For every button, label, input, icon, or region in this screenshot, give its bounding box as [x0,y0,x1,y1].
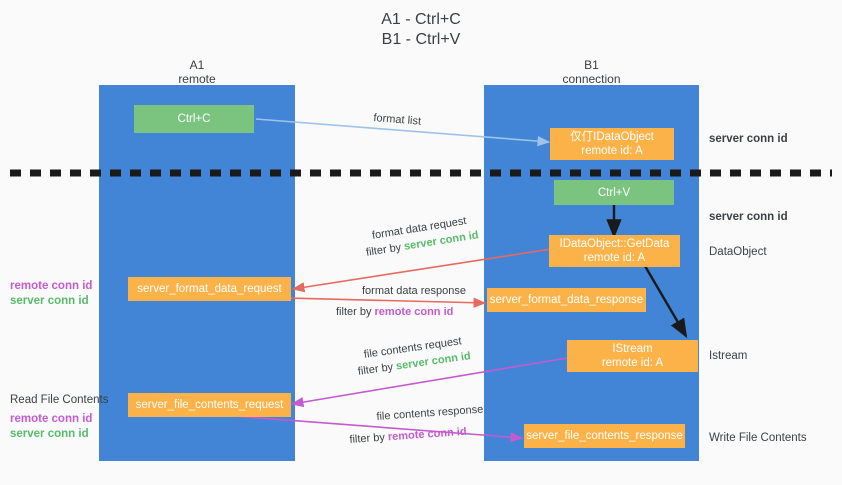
label-format-data-response: format data response [362,285,466,297]
filter-value: remote conn id [374,306,454,318]
filter-value: remote conn id [387,425,467,444]
box-server-format-data-request[interactable]: server_format_data_request [128,277,291,301]
box-ctrl-v[interactable]: Ctrl+V [554,180,674,205]
left-label-server-conn-id-bottom: server conn id [10,428,89,440]
label-file-contents-response: file contents response [376,403,484,423]
left-label-server-conn-id-top: server conn id [10,295,89,307]
left-label-remote-conn-id-bottom: remote conn id [10,413,93,425]
label-file-contents-response-filter: filter by remote conn id [349,425,467,447]
box-ctrl-c[interactable]: Ctrl+C [134,105,254,133]
box-server-file-contents-request[interactable]: server_file_contents_request [128,393,291,417]
box-server-file-contents-response[interactable]: server_file_contents_response [524,424,685,448]
box-server-format-data-response[interactable]: server_format_data_response [487,288,646,312]
column-b1-header: B1 connection [562,58,621,86]
filter-prefix: filter by [349,431,389,446]
column-a1-header: A1 remote [178,58,216,86]
box-idataobject[interactable]: 仅仃IDataObject remote id: A [550,128,674,160]
label-format-list: format list [372,111,422,128]
box-idataobject-getdata[interactable]: IDataObject::GetData remote id: A [549,235,680,267]
filter-prefix: filter by [336,306,375,318]
right-label-write-file-contents: Write File Contents [709,432,807,444]
diagram-title: A1 - Ctrl+C B1 - Ctrl+V [381,11,461,48]
left-label-remote-conn-id-top: remote conn id [10,280,93,292]
box-istream[interactable]: IStream remote id: A [567,340,698,372]
label-format-data-response-filter: filter by remote conn id [336,305,453,319]
filter-prefix: filter by [357,360,397,378]
right-label-server-conn-id-second: server conn id [709,211,788,223]
filter-prefix: filter by [365,240,406,259]
right-label-server-conn-id-top: server conn id [709,133,788,145]
right-label-dataobject: DataObject [709,246,767,258]
left-label-read-file-contents: Read File Contents [10,394,109,406]
right-label-istream: Istream [709,350,748,362]
